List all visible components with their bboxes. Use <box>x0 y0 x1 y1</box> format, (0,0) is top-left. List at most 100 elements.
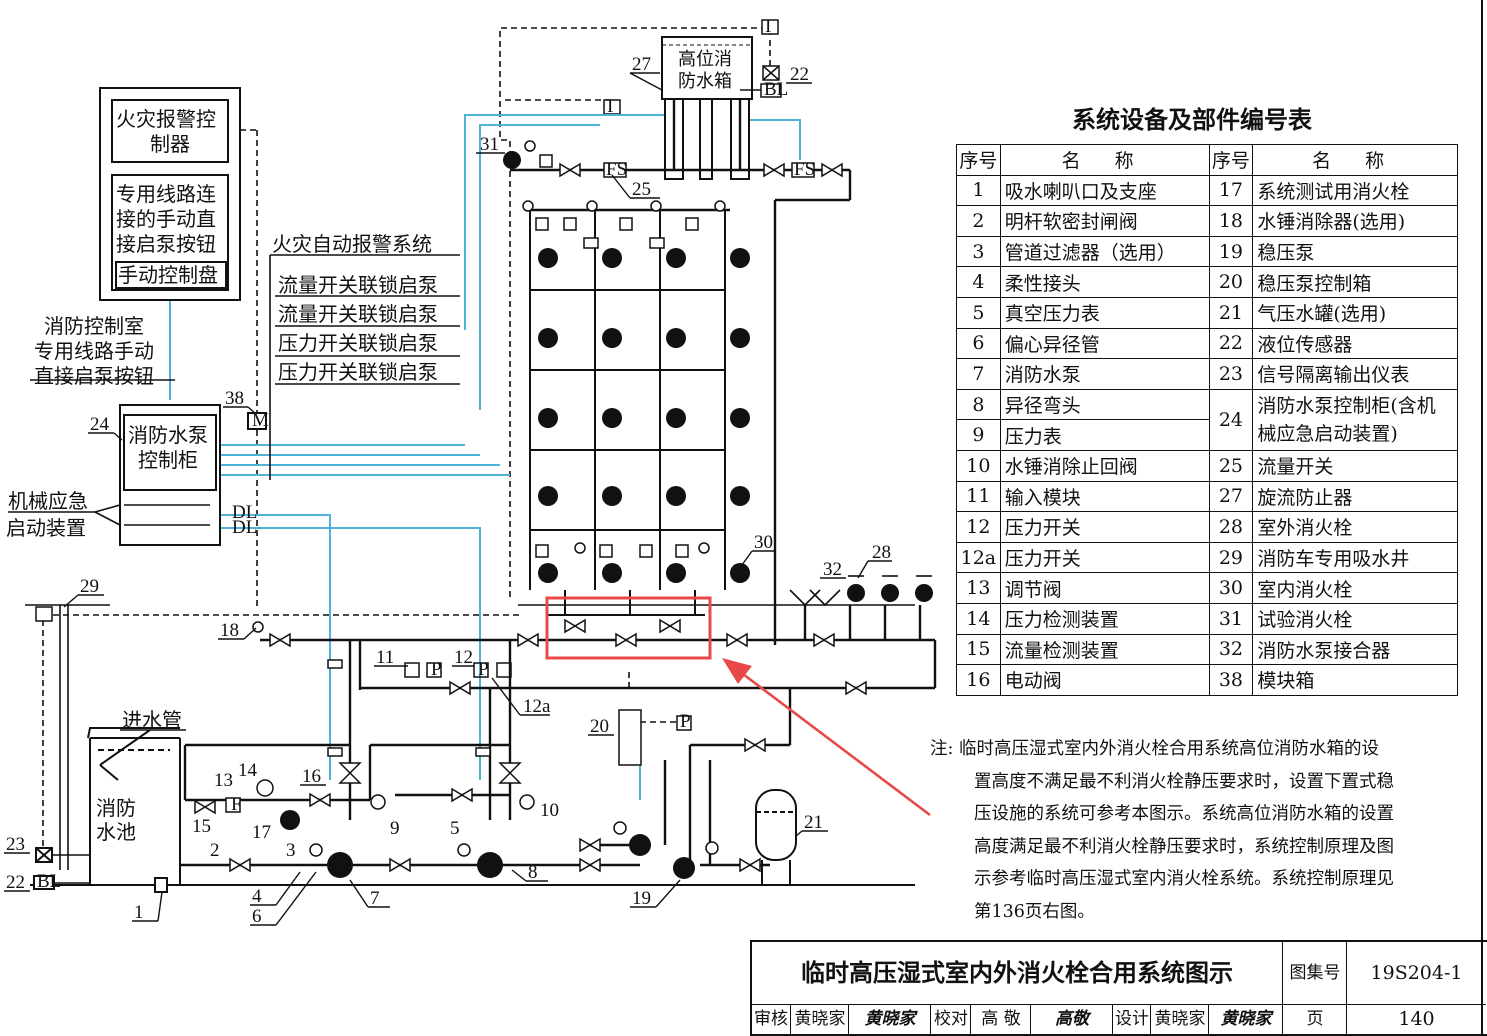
svg-text:23: 23 <box>6 834 25 855</box>
note-block: 注: 临时高压湿式室内外消火栓合用系统高位消防水箱的设 置高度不满足最不利消火栓… <box>930 733 1465 928</box>
row-no-right: 31 <box>1208 602 1254 635</box>
risers <box>529 210 726 616</box>
header-name-right: 名 称 <box>1252 144 1458 176</box>
row-name-right: 消防车专用吸水井 <box>1252 541 1458 574</box>
svg-text:9: 9 <box>390 818 400 839</box>
row-name-right: 气压水罐(选用) <box>1252 296 1458 329</box>
row-no-left: 4 <box>956 266 1001 298</box>
reviewer-name: 黄晓家 <box>790 1004 849 1034</box>
design-label: 设计 <box>1112 1004 1151 1034</box>
designer-signature: 黄晓家 <box>1208 1004 1283 1034</box>
tank-label-1: 高位消 <box>678 49 732 70</box>
pressure-switch-12: P <box>431 659 442 680</box>
row-no-right: 21 <box>1208 296 1254 329</box>
instrument-i-top: I <box>765 16 771 37</box>
row-no-left: 14 <box>956 602 1001 635</box>
note-line-2: 置高度不满足最不利消火栓静压要求时，设置下置式稳 <box>974 771 1394 792</box>
row-name-right: 稳压泵控制箱 <box>1252 266 1458 298</box>
header-no-left: 序号 <box>956 144 1001 176</box>
svg-text:22: 22 <box>6 872 25 893</box>
svg-text:6: 6 <box>252 906 262 927</box>
row-no-right: 19 <box>1208 235 1254 268</box>
instrument-i-mid: I <box>607 96 613 117</box>
page-number: 140 <box>1346 1004 1486 1034</box>
svg-text:12a: 12a <box>523 696 551 717</box>
header-name-left: 名 称 <box>999 144 1210 176</box>
row-name-left: 压力表 <box>999 419 1210 451</box>
svg-text:28: 28 <box>872 542 891 563</box>
flow-switch-1: FS <box>606 159 627 180</box>
svg-text:31: 31 <box>480 134 499 155</box>
row-no-left: 12 <box>956 511 1001 543</box>
atlas-number: 19S204-1 <box>1346 942 1486 1005</box>
row-name-left: 真空压力表 <box>999 296 1210 329</box>
row-name-right: 稳压泵 <box>1252 235 1458 268</box>
row-name-left: 压力开关 <box>999 541 1210 574</box>
svg-text:12: 12 <box>454 647 473 668</box>
roof-pipe <box>510 99 852 645</box>
svg-text:3: 3 <box>286 840 296 861</box>
flow-switch-2: FS <box>794 159 815 180</box>
row-name-right: 试验消火栓 <box>1252 602 1458 635</box>
link-line-4: 压力开关联锁启泵 <box>278 360 438 384</box>
row-name-left: 明杆软密封闸阀 <box>999 205 1210 237</box>
alarm-controller-label-2: 制器 <box>150 132 190 156</box>
manual-panel-label: 手动控制盘 <box>118 263 218 287</box>
pressure-tank <box>755 789 797 885</box>
fire-pumps <box>280 810 695 879</box>
svg-text:38: 38 <box>225 388 244 409</box>
flow-box-f: F <box>231 794 242 815</box>
row-name-left: 压力检测装置 <box>999 602 1210 635</box>
pool-label-1: 消防 <box>96 796 136 820</box>
review-label: 审核 <box>754 1009 788 1029</box>
svg-text:11: 11 <box>376 647 394 668</box>
svg-text:21: 21 <box>804 812 823 833</box>
alarm-controller-label-1: 火灾报警控 <box>116 107 216 131</box>
row-name-left: 流量检测装置 <box>999 633 1210 666</box>
svg-text:24: 24 <box>90 414 110 435</box>
svg-text:20: 20 <box>590 716 609 737</box>
row-no-left: 12a <box>956 541 1001 574</box>
test-hydrant <box>503 151 521 169</box>
highlight-arrow <box>722 658 931 817</box>
note-prefix: 注: <box>930 739 954 759</box>
module-box-m: M <box>252 410 269 431</box>
note-line-1: 临时高压湿式室内外消火栓合用系统高位消防水箱的设 <box>958 739 1379 759</box>
callouts: 27 22 31 25 30 28 32 38 24 29 18 11 12 1… <box>6 54 891 927</box>
reviewer-signature: 黄晓家 <box>848 1004 931 1034</box>
svg-text:17: 17 <box>252 822 271 843</box>
link-line-2: 流量开关联锁启泵 <box>278 302 438 326</box>
row-no-right: 27 <box>1208 480 1254 513</box>
manual-button-label-3: 接启泵按钮 <box>116 232 216 256</box>
row-name-right: 室外消火栓 <box>1252 511 1458 543</box>
row-no-left: 9 <box>956 419 1001 451</box>
row-no-right: 32 <box>1208 633 1254 666</box>
pressure-switch-12a: P <box>478 659 489 680</box>
pump-cabinet-label-1: 消防水泵 <box>128 423 208 447</box>
row-no-left: 15 <box>956 633 1001 666</box>
svg-text:10: 10 <box>540 800 559 821</box>
row-no-right: 28 <box>1208 511 1254 543</box>
svg-text:2: 2 <box>210 840 220 861</box>
svg-text:7: 7 <box>370 888 380 909</box>
row-name-left: 柔性接头 <box>999 266 1210 298</box>
row-no-right: 30 <box>1208 572 1254 604</box>
fire-pool <box>87 727 181 893</box>
svg-text:29: 29 <box>80 576 99 597</box>
checker-signature: 高敬 <box>1030 1004 1113 1034</box>
dl-2: DL <box>232 517 257 538</box>
row-no-left: 8 <box>956 388 1001 421</box>
row-no-left: 1 <box>956 174 1001 207</box>
